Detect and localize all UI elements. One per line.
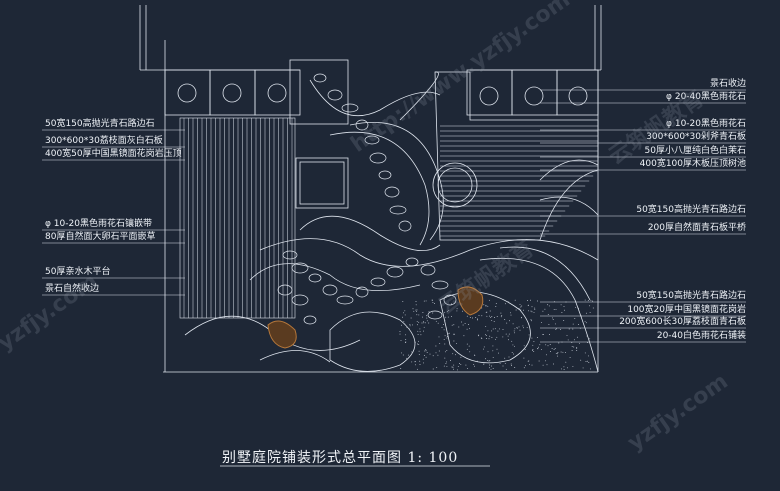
material-label-right: 景石收边: [709, 79, 746, 89]
material-label-right: 50宽150高抛光青石路边石: [636, 291, 746, 301]
material-label-left: 300*600*30荔枝面灰白石板: [45, 136, 163, 146]
material-label-left: 50厚亲水木平台: [45, 267, 111, 277]
tree-pit: [432, 162, 478, 208]
pebble-area: [399, 299, 594, 371]
material-label-left: 50宽150高抛光青石路边石: [45, 119, 155, 129]
material-label-left: 400宽50厚中国黑镜面花岗岩压顶: [45, 149, 182, 159]
material-label-left: 景石自然收边: [45, 284, 100, 294]
material-label-right: 200宽600长30厚荔枝面青石板: [619, 317, 746, 327]
material-label-right: 200厚自然面青石板平桥: [647, 223, 746, 233]
material-label-right: 100宽20厚中国黑镜面花岗岩: [627, 305, 746, 315]
material-label-right: 20-40白色雨花石铺装: [656, 331, 746, 341]
material-label-left: φ 10-20黑色雨花石镶嵌带: [45, 219, 152, 229]
landscape-rocks: [267, 286, 484, 349]
house-footprint: [289, 59, 349, 209]
material-label-right: 50厚小八厘纯白色白茉石: [644, 146, 746, 156]
material-label-right: φ 10-20黑色雨花石: [666, 119, 746, 129]
stepping-stones: [277, 73, 457, 325]
material-label-right: φ 20-40黑色雨花石: [666, 92, 746, 102]
deck-plank-lines-right: [440, 125, 598, 237]
wooden-deck-left: [179, 117, 296, 319]
planter-row-top: [164, 69, 599, 116]
boundary-walls: [139, 5, 602, 373]
material-label-right: 400宽100厚木板压顶树池: [639, 159, 746, 169]
material-label-left: 80厚自然面大卵石平面嵌草: [45, 232, 156, 242]
material-label-right: 50宽150高抛光青石路边石: [636, 205, 746, 215]
drawing-title: 别墅庭院铺装形式总平面图 1: 100: [222, 450, 459, 466]
material-label-right: 300*600*30剁斧青石板: [646, 132, 746, 142]
leader-lines-right: [540, 89, 746, 343]
deck-plank-lines: [183, 118, 293, 318]
leader-lines-left: [42, 129, 185, 296]
